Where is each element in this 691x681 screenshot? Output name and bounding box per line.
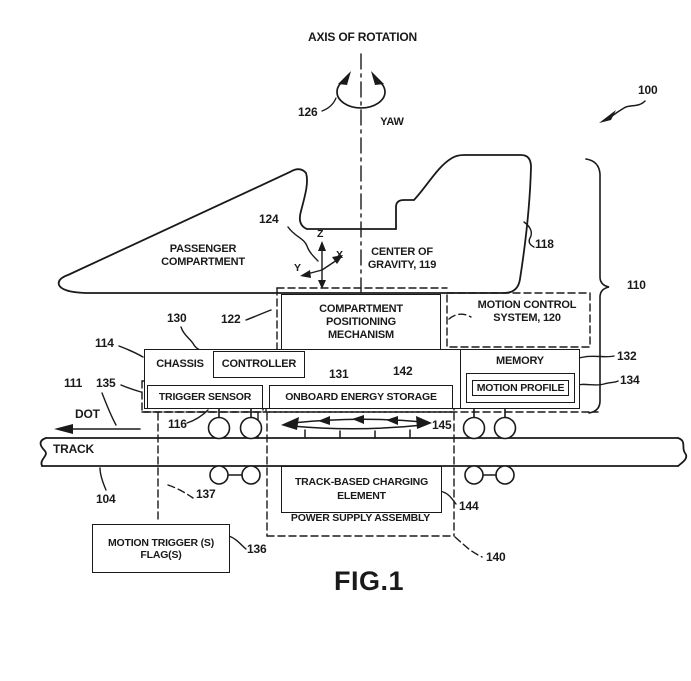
ref-126: 126 <box>298 105 318 119</box>
motion-profile-box: MOTION PROFILE <box>466 373 575 403</box>
brace-110 <box>585 158 610 414</box>
ref-116: 116 <box>168 417 187 431</box>
ref-136: 136 <box>247 542 267 556</box>
ref-145: 145 <box>432 418 452 432</box>
compartment-positioning-mechanism-box: COMPARTMENT POSITIONING MECHANISM <box>281 294 441 350</box>
controller-label: CONTROLLER <box>221 358 297 370</box>
motion-trigger-flags-box: MOTION TRIGGER (S) FLAG(S) <box>92 524 230 573</box>
motion-trigger-flags-line2: FLAG(S) <box>140 548 182 561</box>
trigger-sensor-box: TRIGGER SENSOR <box>147 385 263 409</box>
power-supply-assembly-label: POWER SUPPLY ASSEMBLY <box>290 512 431 524</box>
ref-114: 114 <box>95 336 114 350</box>
leader-126 <box>321 97 337 112</box>
ref-132: 132 <box>617 349 637 363</box>
ref-137: 137 <box>196 487 216 501</box>
controller-box: CONTROLLER <box>213 351 305 378</box>
vehicle-body-outline <box>57 154 532 294</box>
leader-124 <box>287 226 319 262</box>
figure-caption: FIG.1 <box>334 566 405 596</box>
ref-130: 130 <box>167 311 187 325</box>
axis-x-label: X <box>336 249 344 261</box>
motion-control-system-label: MOTION CONTROL SYSTEM, 120 <box>477 299 577 324</box>
onboard-energy-storage-box: ONBOARD ENERGY STORAGE <box>269 385 453 409</box>
wheel-icons <box>207 406 517 485</box>
track-based-charging-element-box: TRACK-BASED CHARGING ELEMENT <box>281 466 442 513</box>
compartment-positioning-mechanism-label: COMPARTMENT POSITIONING MECHANISM <box>319 302 403 341</box>
track-rails <box>39 437 688 467</box>
ref-144: 144 <box>459 499 479 513</box>
ref-124: 124 <box>259 212 279 226</box>
ref-110: 110 <box>627 278 646 292</box>
yaw-rotation-icon <box>336 71 386 109</box>
axis-y-label: Y <box>294 262 302 274</box>
yaw-label: YAW <box>380 116 404 128</box>
ref-111: 111 <box>64 376 83 390</box>
leader-118 <box>523 221 535 248</box>
ref-134: 134 <box>620 373 640 387</box>
ref-135: 135 <box>96 376 116 390</box>
dot-label: DOT <box>75 407 100 421</box>
trigger-sensor-label: TRIGGER SENSOR <box>158 391 252 403</box>
track-label: TRACK <box>53 442 94 456</box>
ref-100: 100 <box>638 83 658 97</box>
motion-profile-label: MOTION PROFILE <box>471 380 570 396</box>
motion-trigger-flags-line1: MOTION TRIGGER (S) <box>107 536 215 549</box>
track-based-charging-element-label: TRACK-BASED CHARGING ELEMENT <box>294 476 429 502</box>
axis-triad-icon <box>300 241 343 289</box>
ref-142: 142 <box>393 364 413 378</box>
onboard-energy-storage-label: ONBOARD ENERGY STORAGE <box>285 391 437 403</box>
ref-118: 118 <box>535 237 554 251</box>
memory-label: MEMORY <box>496 355 544 367</box>
ref-104: 104 <box>96 492 116 506</box>
chassis-label: CHASSIS <box>156 358 204 370</box>
center-of-gravity-label: CENTER OF GRAVITY, 119 <box>367 246 437 271</box>
axis-z-label: Z <box>317 228 324 240</box>
axis-of-rotation-label: AXIS OF ROTATION <box>307 30 418 44</box>
ref-140: 140 <box>486 550 506 564</box>
assembly-100-arrow-icon <box>599 100 646 123</box>
charging-arrows-icon <box>281 415 432 439</box>
passenger-compartment-label: PASSENGER COMPARTMENT <box>161 243 245 268</box>
ref-122: 122 <box>221 312 241 326</box>
dot-arrow-icon <box>54 424 141 434</box>
ref-131: 131 <box>329 367 349 381</box>
